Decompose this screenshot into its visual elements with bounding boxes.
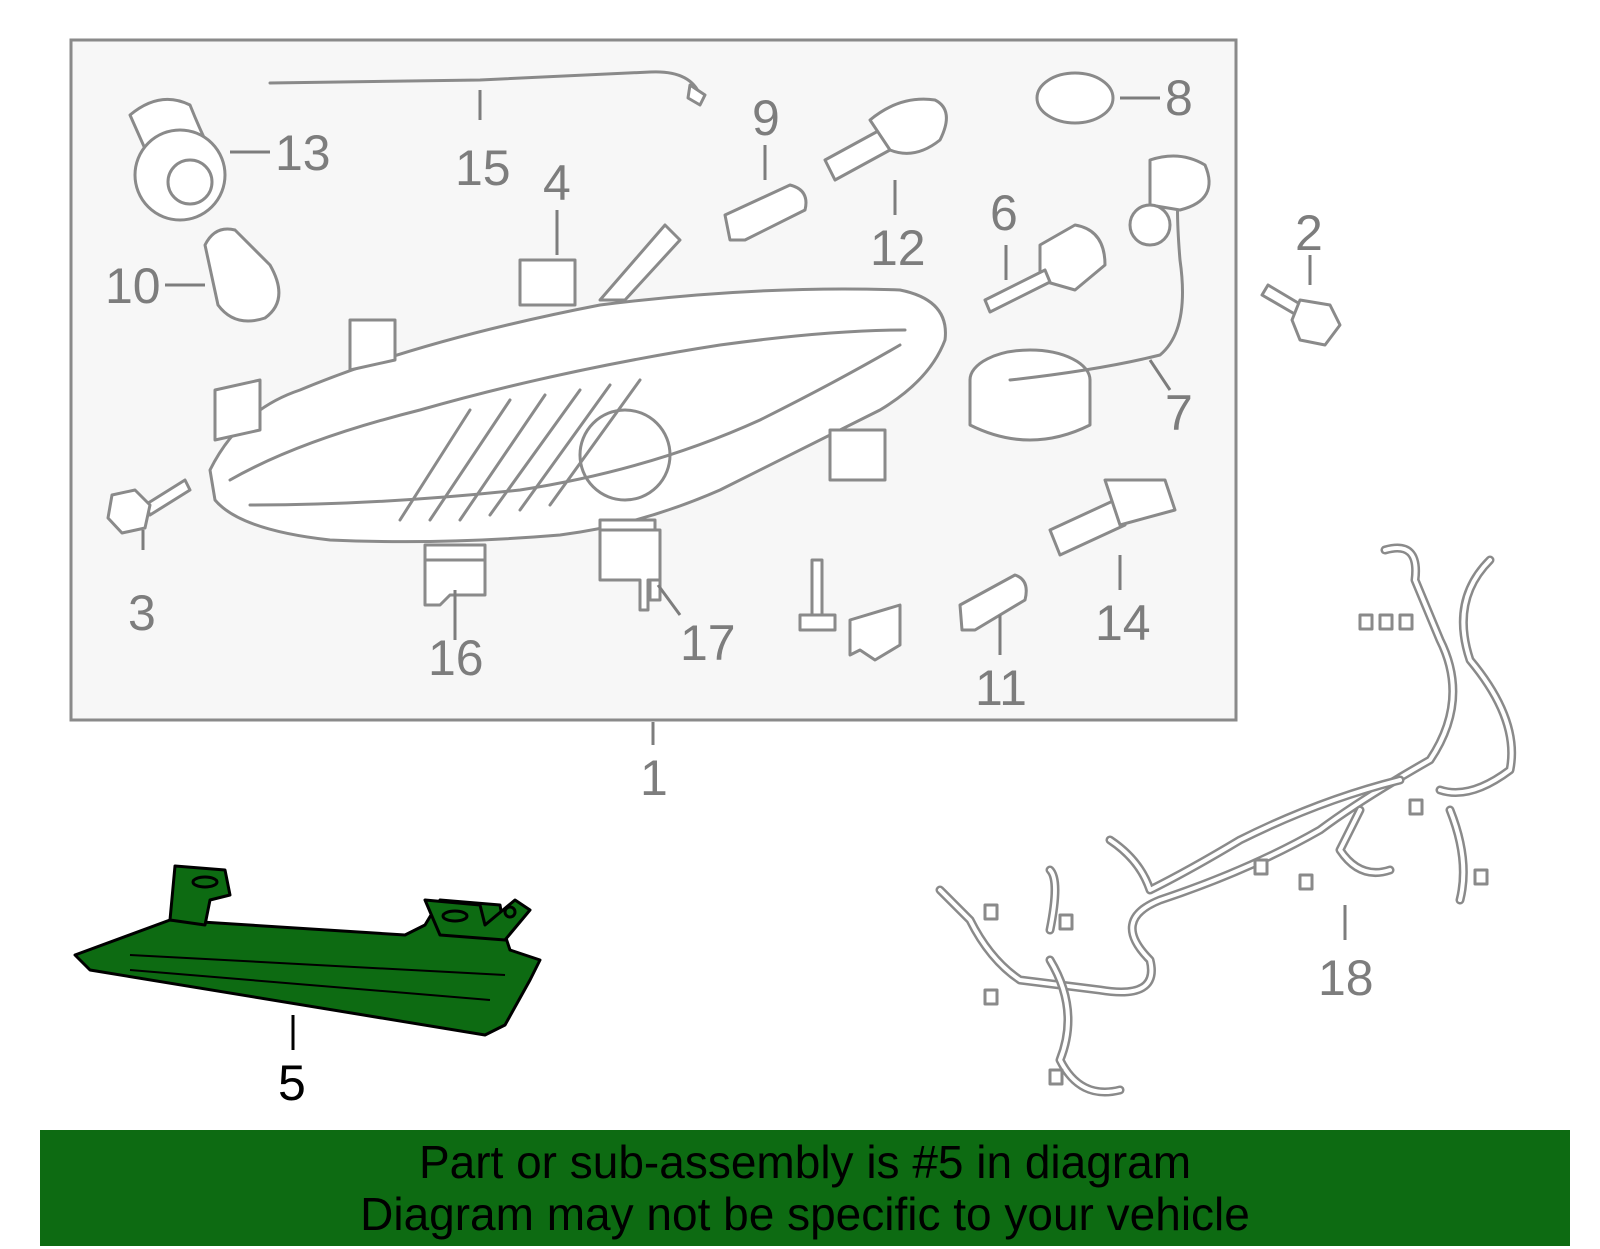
callout-16: 16 — [428, 630, 484, 686]
callout-6: 6 — [990, 185, 1018, 241]
bulb-part-9[interactable] — [723, 183, 808, 242]
banner-line-1: Part or sub-assembly is #5 in diagram — [418, 1136, 1192, 1188]
callout-11: 11 — [975, 660, 1027, 716]
leader-lines — [141, 90, 1347, 1050]
callout-12: 12 — [870, 220, 926, 276]
wiring-harness-part-18[interactable] — [935, 543, 1517, 1097]
info-banner: Part or sub-assembly is #5 in diagram Di… — [40, 1130, 1570, 1246]
callout-14: 14 — [1095, 595, 1151, 651]
callout-5: 5 — [278, 1055, 306, 1111]
bulb-part-6[interactable] — [983, 223, 1107, 314]
socket-part-7[interactable] — [968, 154, 1211, 442]
banner-line-2: Diagram may not be specific to your vehi… — [360, 1188, 1250, 1240]
part-5-body[interactable] — [73, 898, 542, 1037]
part-5-bracket-left[interactable] — [168, 864, 232, 927]
highlighted-part-5[interactable] — [73, 864, 542, 1037]
callout-labels: 1 2 3 4 5 6 7 8 9 10 11 12 13 14 15 16 1… — [105, 70, 1374, 1111]
bulb-part-12[interactable] — [823, 97, 948, 182]
part-5-bracket-right[interactable] — [423, 898, 532, 942]
callout-9: 9 — [752, 90, 780, 146]
callout-18: 18 — [1318, 950, 1374, 1006]
callout-7: 7 — [1165, 385, 1193, 441]
callout-4: 4 — [543, 155, 571, 211]
bulb-part-10[interactable] — [203, 227, 281, 323]
bracket-part-17[interactable] — [598, 528, 662, 612]
bulb-part-11[interactable] — [958, 573, 1028, 632]
callout-15: 15 — [455, 140, 511, 196]
callout-8: 8 — [1165, 70, 1193, 126]
bolt-part-2[interactable] — [1260, 283, 1342, 347]
seal-ring-part-8[interactable] — [1035, 71, 1115, 125]
bulb-part-13[interactable] — [128, 97, 227, 222]
bolt-part-3[interactable] — [106, 478, 192, 535]
callout-2: 2 — [1295, 205, 1323, 261]
callout-1: 1 — [640, 750, 668, 806]
callout-17: 17 — [680, 615, 736, 671]
bracket-part-16[interactable] — [423, 558, 487, 607]
callout-3: 3 — [128, 585, 156, 641]
callout-10: 10 — [105, 258, 161, 314]
wire-part-15[interactable] — [268, 70, 707, 107]
callout-13: 13 — [275, 125, 331, 181]
screw-and-clip[interactable] — [798, 558, 902, 662]
bulb-part-14[interactable] — [1048, 478, 1177, 557]
